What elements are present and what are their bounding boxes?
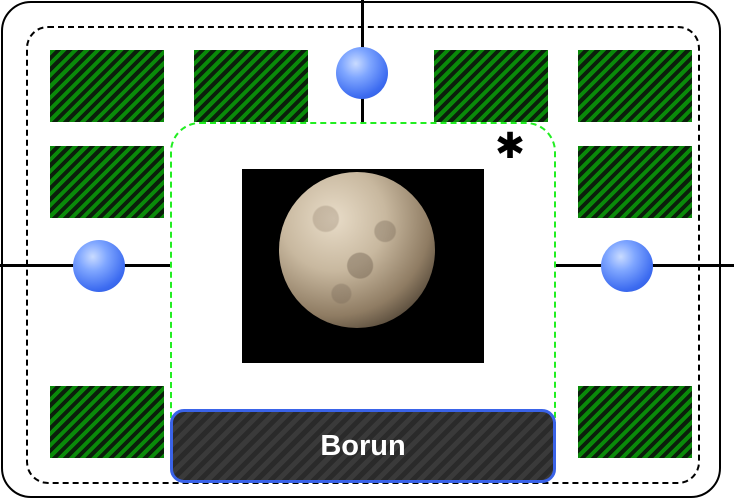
slot-top-4[interactable]	[578, 50, 692, 122]
connector-line-right-inner	[556, 264, 602, 267]
connector-node-right[interactable]	[601, 240, 653, 292]
connector-node-top[interactable]	[336, 47, 388, 99]
slot-bottom-right[interactable]	[578, 386, 692, 458]
slot-top-2[interactable]	[194, 50, 308, 122]
connector-line-right	[652, 264, 734, 267]
connector-node-left[interactable]	[73, 240, 125, 292]
connector-line-left	[0, 264, 74, 267]
slot-top-3[interactable]	[434, 50, 548, 122]
planet-image	[279, 172, 435, 328]
connector-line-top	[361, 0, 364, 48]
connector-line-top-lower	[361, 98, 364, 122]
planet-name-bar[interactable]: Borun	[170, 409, 556, 483]
slot-upper-left[interactable]	[50, 146, 164, 218]
asterisk-icon[interactable]: ✱	[494, 126, 526, 167]
connector-line-left-inner	[124, 264, 170, 267]
slot-bottom-left[interactable]	[50, 386, 164, 458]
slot-top-1[interactable]	[50, 50, 164, 122]
slot-upper-right[interactable]	[578, 146, 692, 218]
planet-name: Borun	[320, 429, 406, 462]
